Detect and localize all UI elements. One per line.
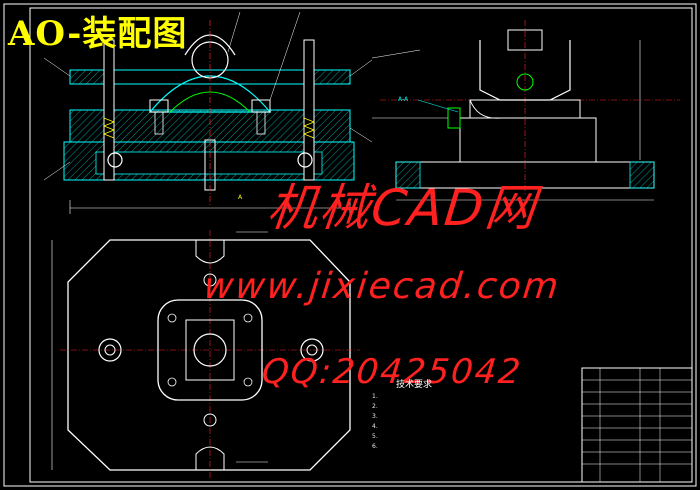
technical-requirements: 技术要求 1. 2. 3. 4. 5. 6. (372, 380, 572, 452)
requirement-item: 3. (372, 413, 378, 420)
requirement-item: 1. (372, 393, 378, 400)
top-view (51, 230, 360, 478)
sheet-border (3, 3, 697, 487)
section-callout-a: A (238, 194, 243, 201)
requirement-item: 6. (372, 443, 378, 450)
requirement-item: 2. (372, 403, 378, 410)
sheet-inner-border (29, 7, 693, 483)
watermark-site-name: 机械CAD网 (264, 179, 541, 237)
technical-requirements-title: 技术要求 (396, 380, 433, 390)
drawing-title: AO-装配图 (8, 14, 188, 54)
section-callout-side: A-A (398, 96, 409, 103)
requirement-item: 5. (372, 433, 378, 440)
side-view (371, 20, 680, 201)
title-block (581, 367, 693, 483)
requirement-item: 4. (372, 423, 378, 430)
watermark-url: www.jixiecad.com (201, 266, 563, 307)
front-section-view (43, 11, 373, 214)
